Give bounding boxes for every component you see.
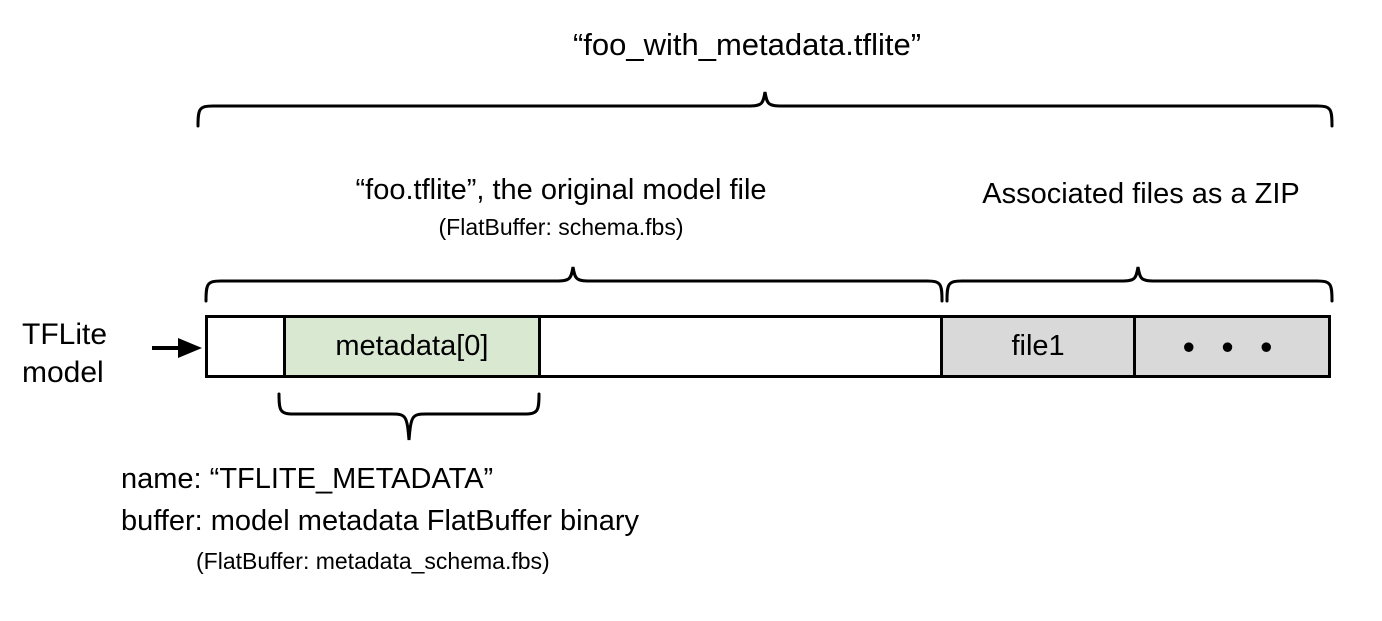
section-sublabel-original-model-file: (FlatBuffer: schema.fbs) bbox=[438, 214, 684, 240]
section-label-original-model-file: “foo.tflite”, the original model file bbox=[355, 174, 767, 206]
metadata-annotation-buffer-sub: (FlatBuffer: metadata_schema.fbs) bbox=[196, 548, 550, 574]
tflite-model-caption: TFLite model bbox=[22, 316, 107, 393]
brace-whole-file bbox=[196, 91, 1334, 128]
metadata-annotation-buffer: buffer: model metadata FlatBuffer binary bbox=[121, 505, 639, 537]
tflite-model-bar: metadata[0] file1 • • • bbox=[205, 315, 1331, 378]
bar-cell-file1: file1 bbox=[940, 318, 1134, 375]
flow-arrow-icon bbox=[152, 338, 202, 358]
section-label-associated-files-zip: Associated files as a ZIP bbox=[982, 178, 1300, 210]
bar-cell-ellipsis: • • • bbox=[1133, 318, 1328, 375]
tflite-model-caption-line1: TFLite bbox=[22, 318, 108, 351]
brace-metadata-0 bbox=[277, 392, 541, 441]
bar-cell-metadata-0: metadata[0] bbox=[282, 318, 539, 375]
brace-associated-files-zip bbox=[945, 266, 1334, 303]
brace-original-model-file bbox=[204, 266, 944, 303]
metadata-annotation-name: name: “TFLITE_METADATA” bbox=[121, 463, 494, 495]
bar-cell-empty-mid bbox=[538, 318, 941, 375]
diagram-title: “foo_with_metadata.tflite” bbox=[572, 27, 922, 62]
bar-cell-empty-left bbox=[208, 318, 283, 375]
tflite-model-caption-line2: model bbox=[22, 356, 104, 390]
